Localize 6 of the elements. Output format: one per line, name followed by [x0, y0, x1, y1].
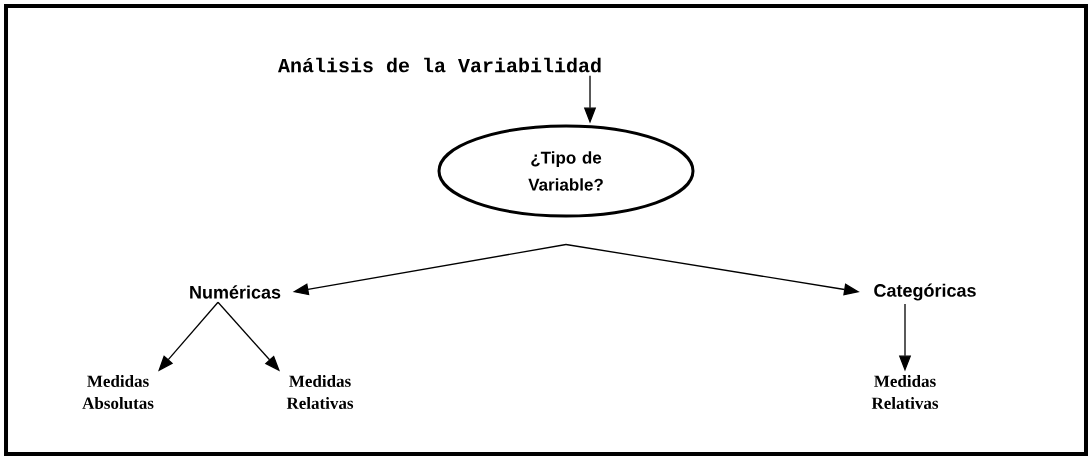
measure-text: Medidas Absolutas	[82, 375, 154, 409]
category-text: Categóricas	[874, 283, 976, 301]
measure-text: Medidas Relativas	[286, 375, 354, 409]
heading-text: Análisis de la Variabilidad	[278, 57, 601, 73]
category-text: Numéricas	[190, 285, 281, 299]
measure-text: Medidas Relativas	[871, 375, 939, 409]
